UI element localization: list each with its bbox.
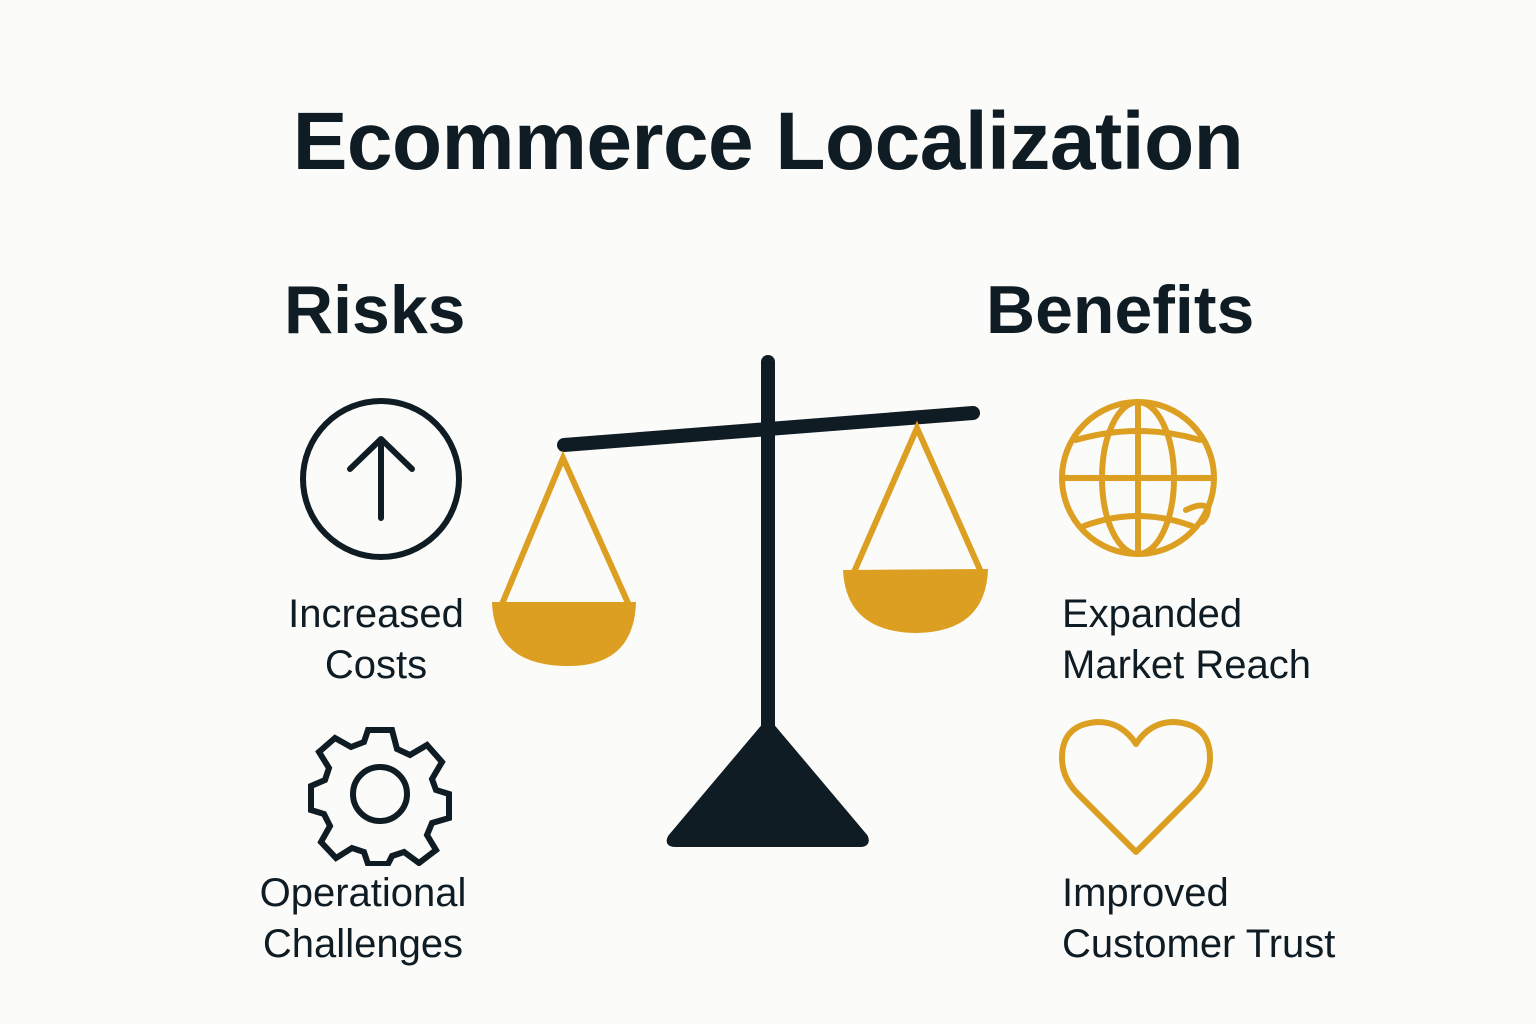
benefit-label-expanded-market-reach: Expanded Market Reach xyxy=(1062,592,1311,687)
arrow-up-circle-icon xyxy=(300,398,462,560)
gear-icon xyxy=(308,727,452,866)
benefits-heading: Benefits xyxy=(986,272,1255,348)
risk-label-operational-challenges: Operational Challenges xyxy=(259,871,467,966)
balance-scale-icon xyxy=(492,355,988,847)
risks-heading: Risks xyxy=(284,272,466,348)
heart-icon xyxy=(1059,719,1213,855)
risk-label-increased-costs: Increased Costs xyxy=(288,592,464,687)
diagram-title: Ecommerce Localization xyxy=(292,96,1244,187)
globe-icon xyxy=(1059,399,1217,557)
benefit-label-improved-customer-trust: Improved Customer Trust xyxy=(1062,871,1336,966)
